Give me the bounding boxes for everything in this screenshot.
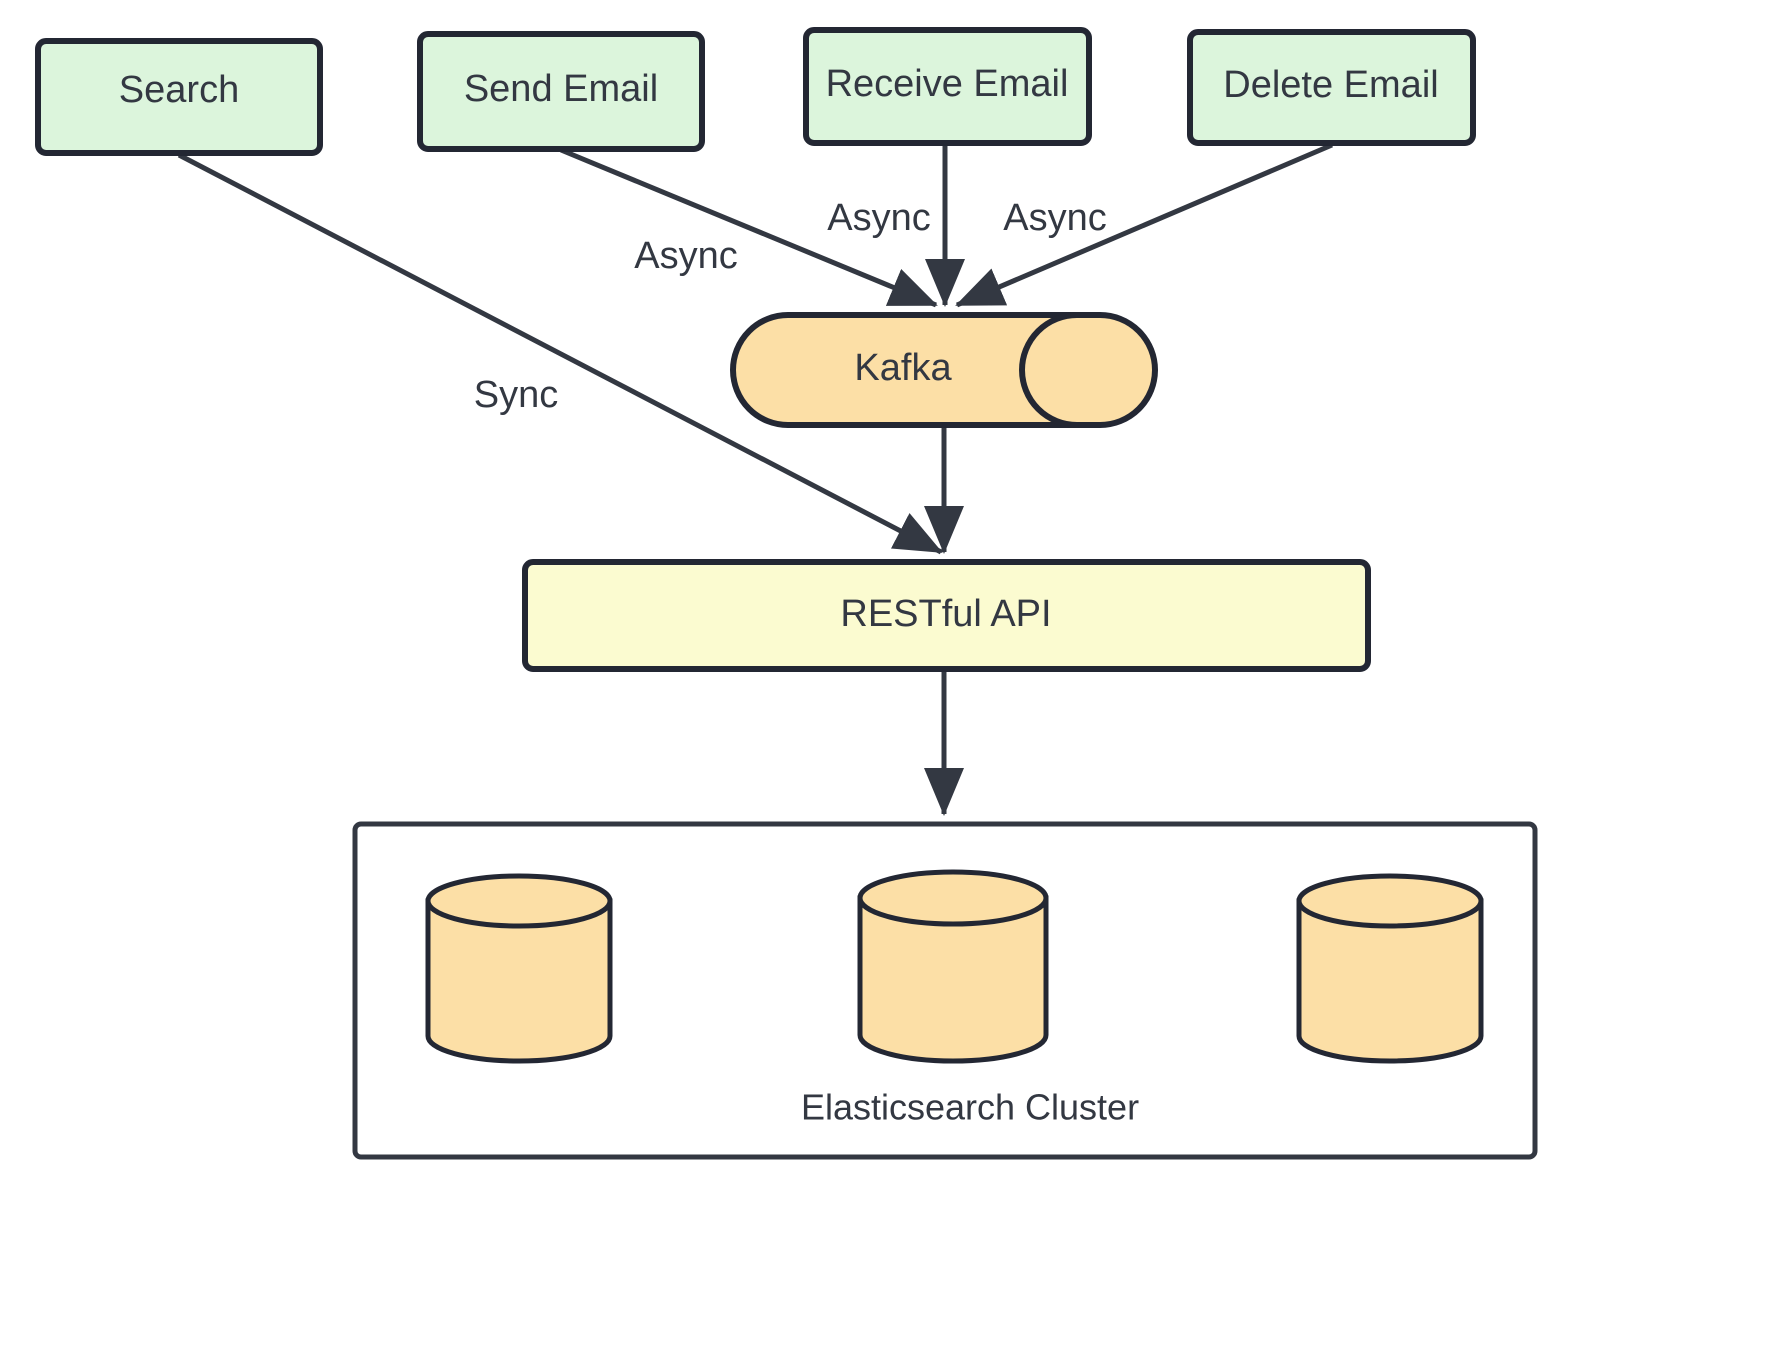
db-node-3-top [1296, 873, 1484, 929]
db-node-1[interactable] [425, 873, 613, 1064]
edge-label-group: Sync Async Async Async [474, 197, 1107, 416]
edge-delete-email-to-kafka [955, 142, 1333, 308]
cluster-elasticsearch[interactable]: Elasticsearch Cluster [352, 821, 1538, 1160]
node-kafka[interactable]: Kafka [730, 312, 1158, 428]
node-restful-api[interactable]: RESTful API [522, 559, 1371, 672]
node-kafka-body[interactable] [730, 312, 1158, 428]
cluster-elasticsearch-boundary[interactable] [352, 821, 1538, 1160]
node-delete-email[interactable]: Delete Email [1187, 29, 1476, 146]
cluster-elasticsearch-label: Elasticsearch Cluster [801, 1087, 1139, 1128]
edge-group [177, 142, 1333, 817]
db-node-2-body[interactable] [857, 895, 1049, 1064]
node-restful-api-label: RESTful API [840, 593, 1051, 635]
node-restful-api-shape[interactable] [522, 559, 1371, 672]
node-delete-email-shape[interactable] [1187, 29, 1476, 146]
node-receive-email[interactable]: Receive Email [803, 27, 1092, 146]
db-node-3-body[interactable] [1296, 898, 1484, 1064]
edge-send-email-to-kafka [560, 147, 938, 308]
node-kafka-label: Kafka [854, 347, 952, 389]
edge-label-async-send: Async [634, 235, 737, 277]
edge-label-sync: Sync [474, 374, 558, 416]
edge-search-to-restful-api [177, 152, 943, 555]
db-node-1-body[interactable] [425, 898, 613, 1064]
node-delete-email-label: Delete Email [1223, 64, 1438, 106]
db-node-3[interactable] [1296, 873, 1484, 1064]
node-kafka-end-arc [1019, 312, 1078, 428]
node-search-label: Search [119, 69, 239, 111]
node-search[interactable]: Search [35, 38, 323, 156]
node-receive-email-shape[interactable] [803, 27, 1092, 146]
node-send-email-shape[interactable] [417, 31, 705, 152]
db-node-2-top [857, 869, 1049, 927]
node-send-email-label: Send Email [464, 68, 658, 110]
node-receive-email-label: Receive Email [826, 63, 1069, 105]
db-node-2[interactable] [857, 869, 1049, 1064]
edge-label-async-receive: Async [827, 197, 930, 239]
node-search-shape[interactable] [35, 38, 323, 156]
node-send-email[interactable]: Send Email [417, 31, 705, 152]
edge-label-async-delete: Async [1003, 197, 1106, 239]
db-node-1-top [425, 873, 613, 929]
